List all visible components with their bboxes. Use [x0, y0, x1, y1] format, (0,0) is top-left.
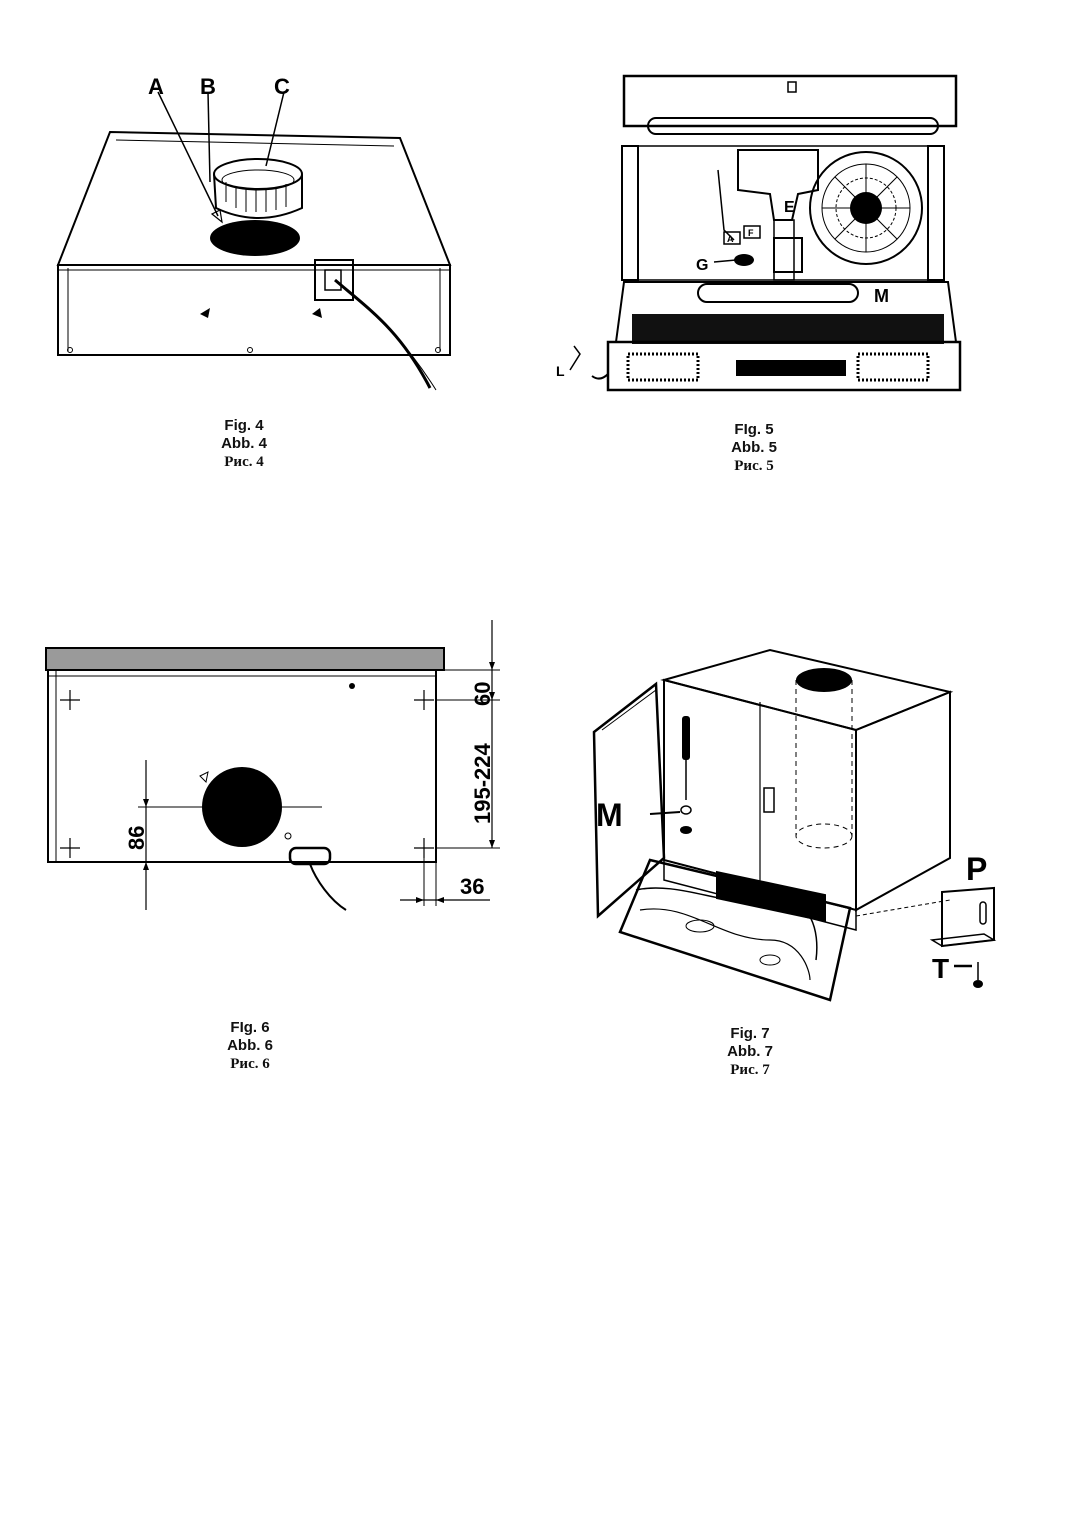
fig6-caption-ru: Рис. 6 — [230, 1056, 270, 1072]
fig5-caption-abb: Abb. 5 — [731, 439, 777, 456]
dim-range-195-224: 195-224 — [470, 742, 495, 824]
fig5-label-l: L — [556, 363, 565, 379]
fig7-caption-abb: Abb. 7 — [727, 1043, 773, 1060]
dim-top-60: 60 — [470, 682, 495, 706]
fig7-caption-ru: Рис. 7 — [730, 1062, 770, 1078]
fig5-caption-fig: FIg. 5 — [734, 421, 774, 438]
fig5-label-f: F — [748, 228, 754, 238]
fig7-label-t: T — [932, 953, 949, 984]
fig6-caption-fig: FIg. 6 — [230, 1019, 270, 1036]
cabinet-install-drawing: M P T — [592, 648, 997, 1002]
hood-interior-drawing: E G M L A F — [556, 74, 962, 392]
dim-left-86: 86 — [124, 826, 149, 850]
figure-6: 60 195-224 86 36 — [40, 610, 510, 930]
fig4-caption: Fig. 4 Abb. 4 Рис. 4 — [164, 417, 324, 471]
fig4-label-a: A — [148, 74, 164, 99]
fig5-caption: FIg. 5 Abb. 5 Рис. 5 — [674, 421, 834, 475]
fig4-caption-fig: Fig. 4 — [224, 417, 264, 434]
hood-top-view-drawing: A B C — [56, 74, 452, 391]
figure-4: A B C — [40, 70, 480, 410]
fig4-label-c: C — [274, 74, 290, 99]
fig5-label-g: G — [696, 257, 708, 274]
figure-7: M P T — [580, 640, 1020, 1010]
fig5-caption-ru: Рис. 5 — [734, 458, 774, 474]
fig7-label-m: M — [596, 797, 623, 833]
fig7-caption: Fig. 7 Abb. 7 Рис. 7 — [670, 1025, 830, 1079]
fig5-label-e: E — [784, 199, 795, 216]
fig4-label-b: B — [200, 74, 216, 99]
fig7-label-p: P — [966, 851, 987, 887]
fig5-label-a: A — [727, 234, 734, 244]
fig7-caption-fig: Fig. 7 — [730, 1025, 770, 1042]
dim-bottom-36: 36 — [460, 874, 484, 899]
figure-5: E G M L A F — [548, 70, 968, 400]
fig6-caption: FIg. 6 Abb. 6 Рис. 6 — [170, 1019, 330, 1073]
fig4-caption-abb: Abb. 4 — [221, 435, 267, 452]
dimension-drawing: 60 195-224 86 36 — [45, 620, 500, 911]
fig5-label-m: M — [874, 286, 889, 306]
fig6-caption-abb: Abb. 6 — [227, 1037, 273, 1054]
fig4-caption-ru: Рис. 4 — [224, 454, 264, 470]
